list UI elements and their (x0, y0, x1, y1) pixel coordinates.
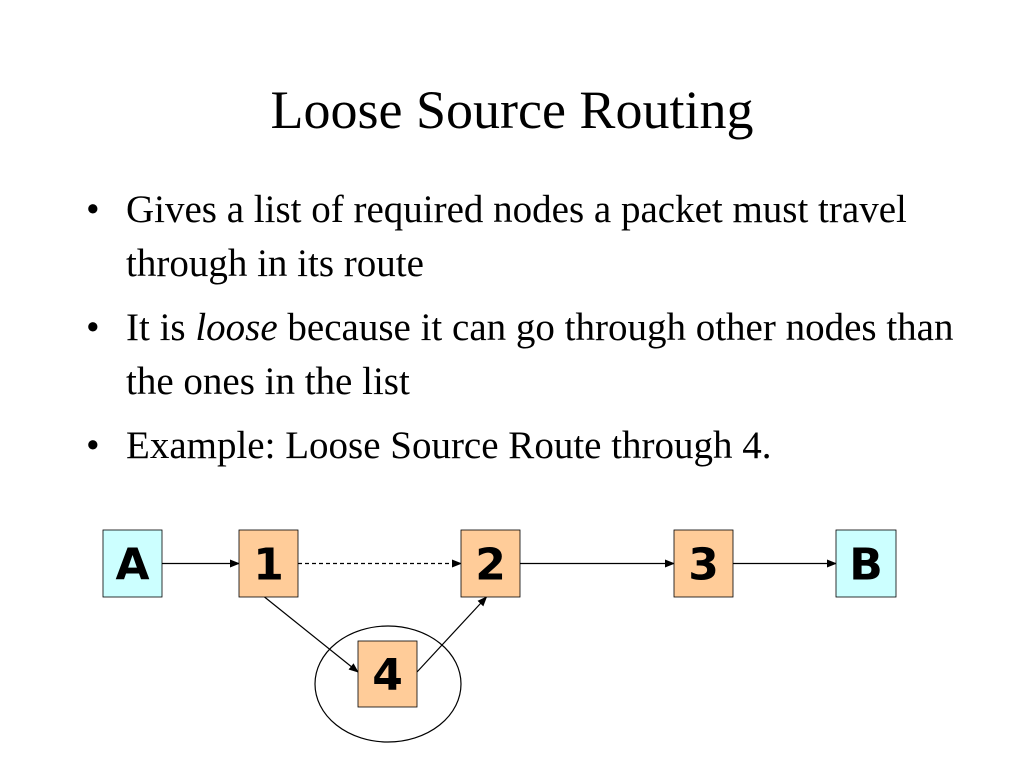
bullet-marker: • (86, 188, 100, 231)
node-box-A (102, 529, 163, 598)
highlight-circle (314, 625, 462, 743)
node-box-2 (460, 529, 521, 598)
bullet-item: • Example: Loose Source Route through 4. (84, 419, 964, 473)
node-label-1: 1 (253, 540, 284, 591)
node-layer: A 1 2 3 B 4 (102, 529, 897, 708)
bullet-list: • Gives a list of required nodes a packe… (84, 183, 964, 483)
bullet-text: It is (126, 306, 196, 349)
node-label-B: B (849, 540, 883, 591)
edge-4-to-2 (416, 596, 488, 673)
bullet-marker: • (86, 306, 100, 349)
bullet-item: • It is loose because it can go through … (84, 301, 964, 409)
node-2: 2 (460, 529, 521, 598)
bullet-emphasis: loose (195, 306, 278, 349)
node-label-A: A (115, 540, 149, 591)
node-B: B (835, 529, 897, 598)
node-box-3 (673, 529, 734, 598)
slide-title: Loose Source Routing (270, 80, 754, 140)
node-box-4 (357, 640, 418, 708)
node-4: 4 (357, 640, 418, 708)
node-box-1 (238, 529, 299, 598)
node-label-2: 2 (475, 540, 506, 591)
bullet-text: Example: Loose Source Route through 4. (126, 424, 772, 467)
node-A: A (102, 529, 163, 598)
node-label-4: 4 (372, 650, 403, 701)
bullet-text: Gives a list of required nodes a packet … (126, 188, 907, 285)
node-box-B (835, 529, 897, 598)
bullet-text-continued: because it can go through other nodes th… (126, 306, 954, 403)
node-label-3: 3 (688, 540, 719, 591)
edge-1-to-4 (264, 596, 359, 673)
bullet-item: • Gives a list of required nodes a packe… (84, 183, 964, 291)
bullet-marker: • (86, 424, 100, 467)
node-1: 1 (238, 529, 299, 598)
edge-layer (162, 559, 837, 673)
node-3: 3 (673, 529, 734, 598)
